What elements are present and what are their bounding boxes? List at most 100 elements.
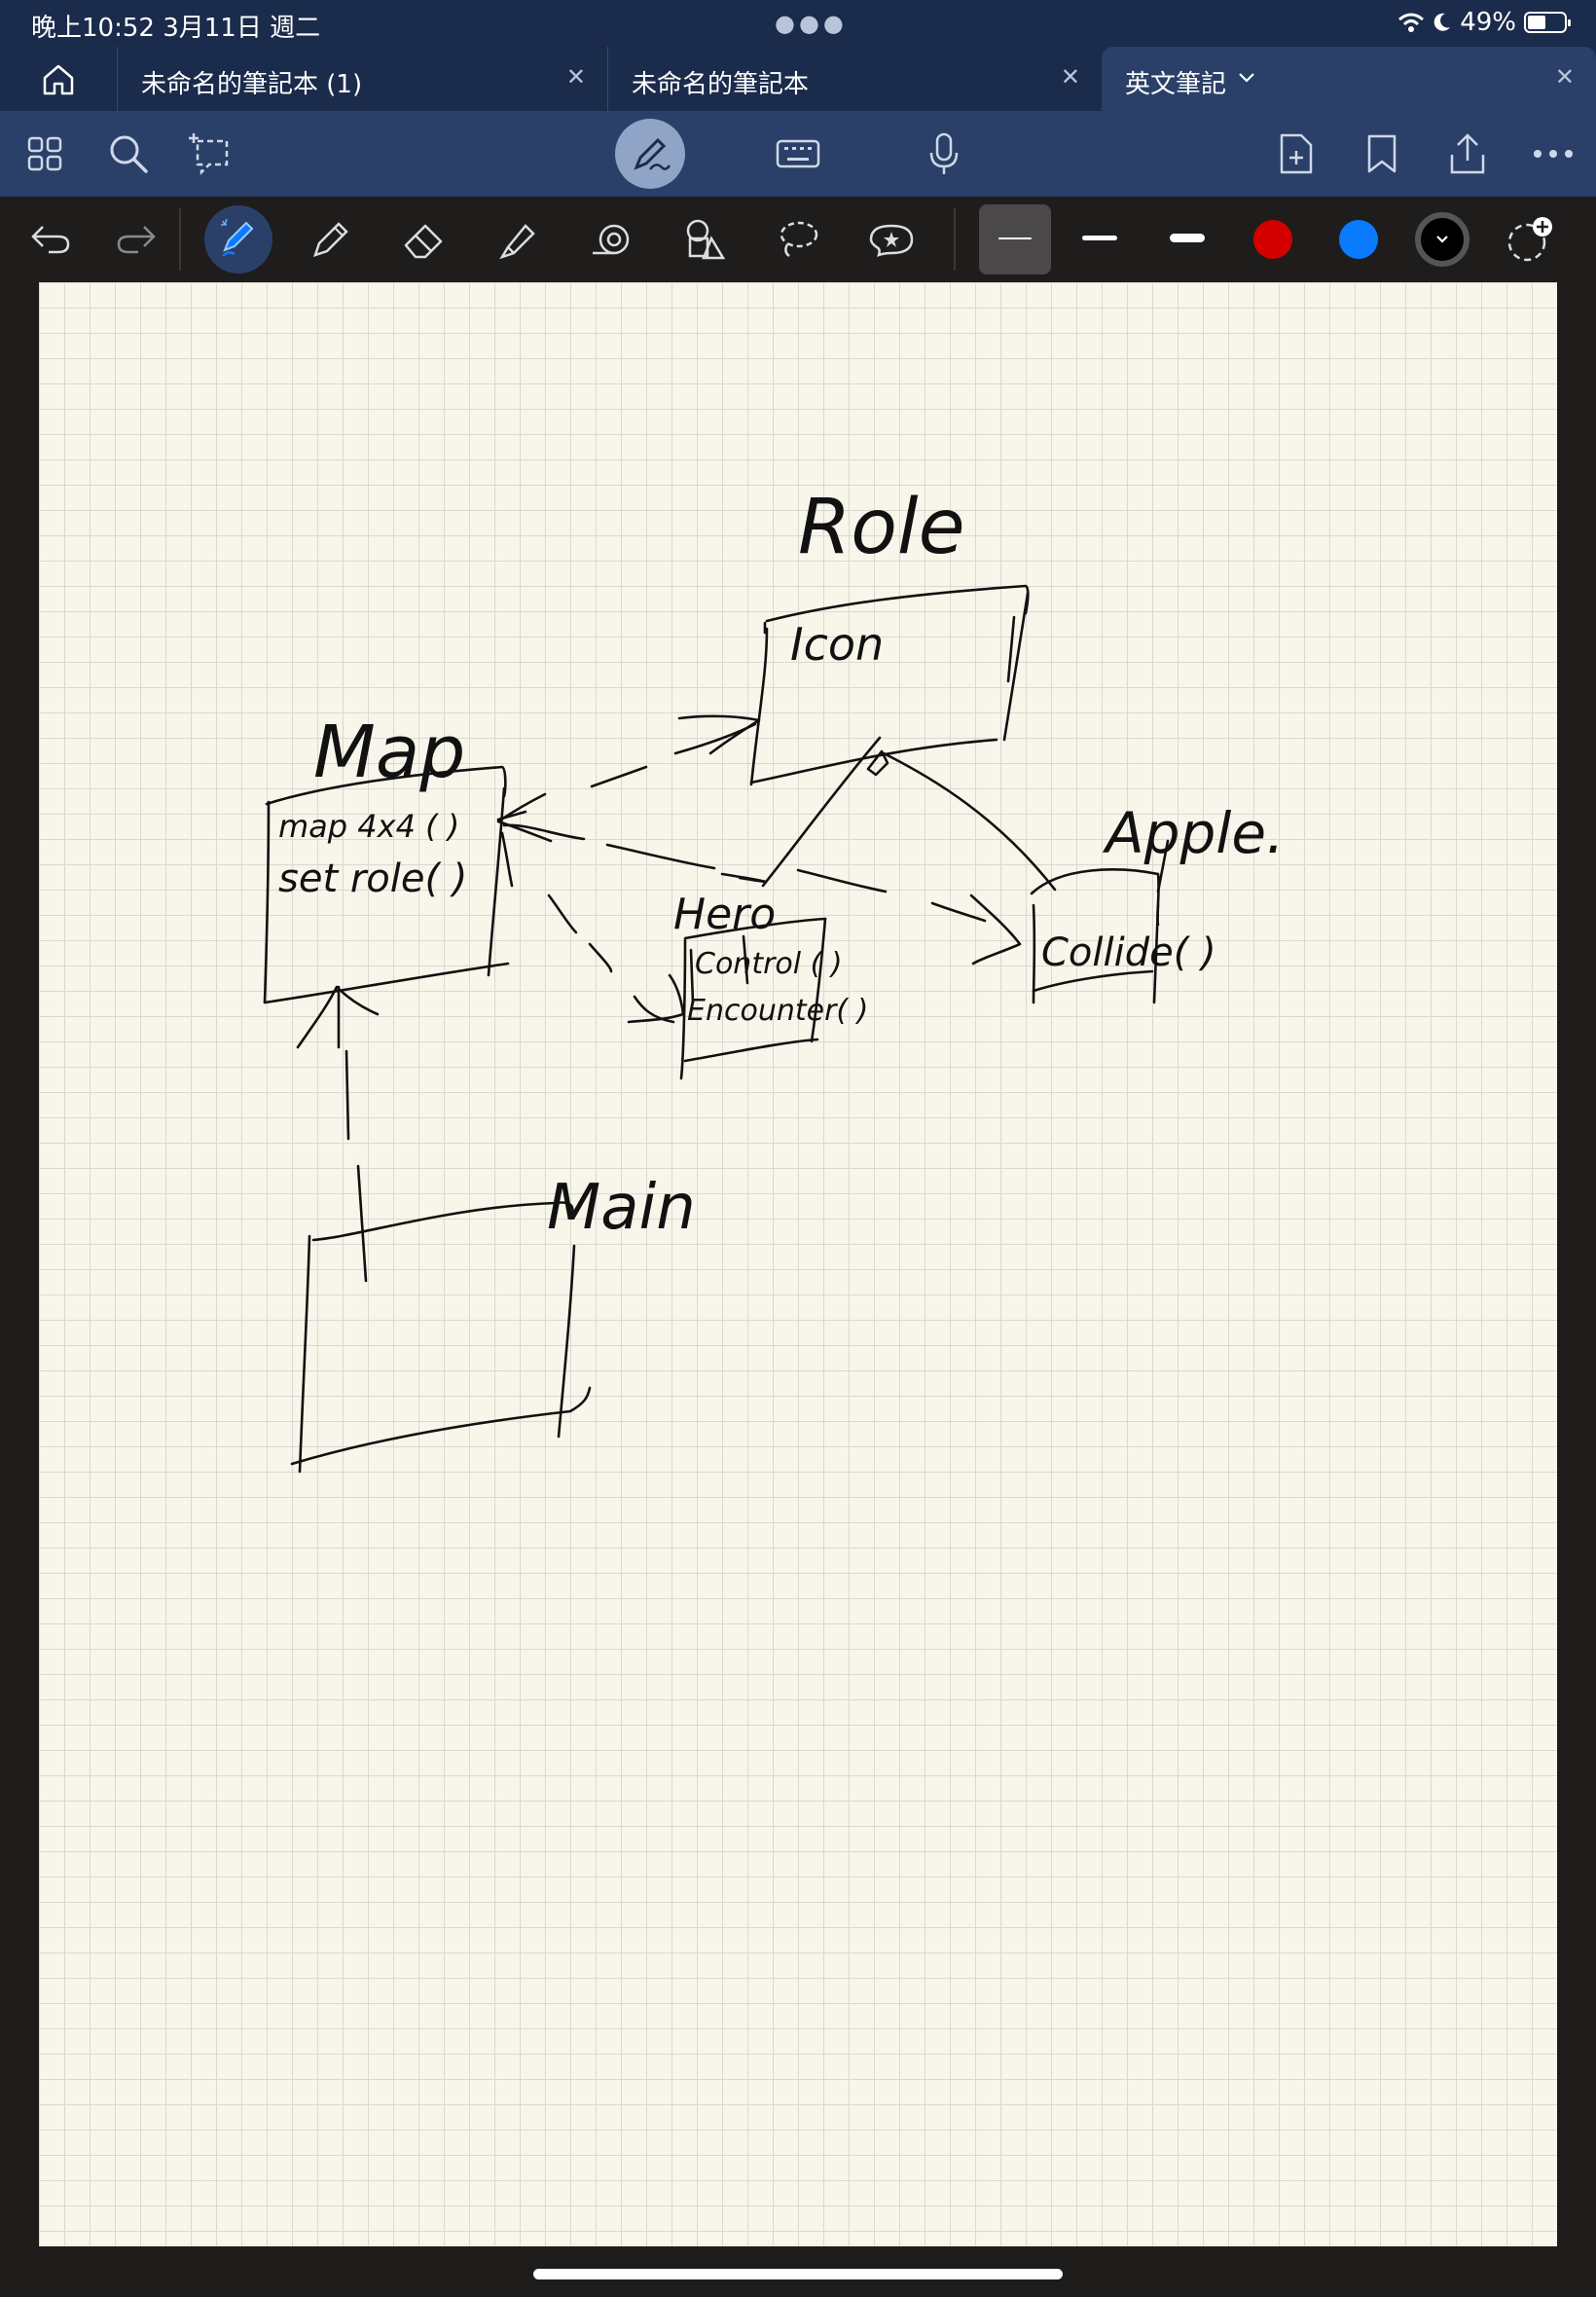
hero-box-left-inner [689, 948, 695, 1004]
search-icon[interactable] [101, 127, 156, 181]
stroke-width-thick-button[interactable] [1170, 234, 1205, 242]
battery-fill [1528, 16, 1545, 29]
pencil-tool-icon[interactable] [304, 212, 358, 267]
hero-label: Hero [673, 890, 776, 939]
sticker-tool-icon[interactable] [864, 212, 919, 267]
map-icon-dash-2 [590, 765, 648, 788]
map-hero-arrowhead [627, 973, 685, 1024]
wifi-icon [1398, 13, 1425, 32]
apple-tick [1156, 839, 1170, 893]
color-black-swatch[interactable] [1415, 212, 1469, 267]
eraser-tool-icon[interactable] [397, 212, 452, 267]
pen-tools-bar [0, 197, 1596, 282]
more-icon[interactable] [1526, 127, 1580, 181]
status-right: 49% [1397, 8, 1571, 37]
stroke-width-thin-button[interactable] [979, 204, 1051, 274]
chevron-down-icon [1436, 236, 1448, 243]
hero-box-top [683, 917, 827, 940]
multitask-dots-icon[interactable]: ●●● [775, 10, 848, 37]
tab-notebook-2[interactable]: 未命名的筆記本 ✕ [607, 47, 1102, 111]
add-color-icon[interactable] [1503, 212, 1557, 267]
chevron-down-icon[interactable] [1238, 72, 1255, 84]
hero-box-left [679, 938, 687, 1080]
home-icon[interactable] [39, 60, 78, 99]
tab-english-notes[interactable]: 英文筆記 ✕ [1102, 47, 1596, 111]
icon-box-left [749, 621, 769, 786]
hero-apple-arrowhead [969, 893, 1022, 966]
stroke-width-medium-button[interactable] [1082, 236, 1117, 240]
apple-box-bottom [1032, 969, 1154, 993]
main-map-line-middle [345, 1049, 350, 1141]
hero-icon-line [761, 736, 882, 888]
map-method-2: set role( ) [278, 857, 467, 901]
color-red-swatch[interactable] [1253, 220, 1292, 259]
icon-box-right-inner [1006, 615, 1016, 683]
role-label: Role [798, 484, 965, 571]
hero-box-bottom [683, 1038, 819, 1063]
keyboard-icon[interactable] [771, 127, 825, 181]
hero-box-right [810, 917, 827, 1043]
main-toolbar [0, 111, 1596, 197]
shapes-tool-icon[interactable] [677, 212, 732, 267]
tab-bar: 未命名的筆記本 (1) ✕ 未命名的筆記本 ✕ 英文筆記 ✕ [0, 47, 1596, 111]
undo-icon[interactable] [23, 212, 78, 267]
microphone-icon[interactable] [917, 127, 971, 181]
handwritten-diagram: Role Icon Map map 4x4 ( ) set role( ) He… [263, 484, 1285, 1474]
pen-tool-icon[interactable] [204, 205, 272, 273]
grid-icon[interactable] [18, 127, 72, 181]
close-icon[interactable]: ✕ [1554, 63, 1575, 91]
tab-label: 未命名的筆記本 [632, 70, 810, 99]
hero-map-dash-3 [720, 872, 767, 884]
bookmark-icon[interactable] [1355, 127, 1409, 181]
hero-apple-dash-1 [796, 868, 888, 893]
main-map-line-lower [356, 1164, 368, 1283]
close-icon[interactable]: ✕ [1060, 63, 1080, 91]
redo-icon[interactable] [109, 212, 163, 267]
lasso-tool-icon[interactable] [771, 212, 825, 267]
map-hero-dash-2 [547, 893, 578, 934]
main-box-top [311, 1201, 574, 1242]
hero-box-divider [742, 934, 749, 985]
apple-box-right [1152, 903, 1160, 1004]
map-box-right [487, 786, 506, 977]
lasso-plus-icon[interactable] [185, 127, 239, 181]
main-label: Main [547, 1172, 696, 1244]
map-label: Map [313, 711, 465, 794]
home-indicator[interactable] [533, 2269, 1063, 2279]
main-box-bottom [290, 1386, 592, 1466]
main-map-arrowhead [296, 985, 380, 1049]
apple-label: Apple. [1102, 800, 1285, 866]
hero-apple-dash-2 [930, 901, 987, 923]
map-hero-dash-3 [588, 942, 613, 973]
status-bar: 晚上10:52 3月11日 週二 ●●● 49% [0, 0, 1596, 47]
map-box-top [265, 765, 507, 806]
hero-method-2: Encounter( ) [687, 994, 868, 1028]
close-icon[interactable]: ✕ [565, 63, 586, 91]
tab-notebook-1[interactable]: 未命名的筆記本 (1) ✕ [117, 47, 607, 111]
toolbar-divider [954, 208, 956, 271]
apple-box-top [1030, 868, 1160, 927]
map-box-bottom [263, 962, 510, 1004]
tab-label: 未命名的筆記本 (1) [141, 70, 363, 99]
highlighter-tool-icon[interactable] [490, 212, 545, 267]
icon-label: Icon [790, 618, 884, 671]
new-page-icon[interactable] [1269, 127, 1324, 181]
battery-icon [1524, 12, 1571, 33]
main-box-right [557, 1244, 576, 1439]
pen-mode-icon[interactable] [615, 119, 685, 189]
status-time: 晚上10:52 3月11日 週二 [31, 14, 321, 43]
battery-percent: 49% [1460, 8, 1516, 37]
color-blue-swatch[interactable] [1339, 220, 1378, 259]
map-hero-dash-4 [633, 995, 675, 1024]
map-icon-arrowhead [677, 714, 761, 755]
map-method-1: map 4x4 ( ) [278, 808, 459, 845]
share-icon[interactable] [1440, 127, 1495, 181]
hero-icon-arrowhead [866, 749, 889, 777]
hero-method-1: Control ( ) [695, 947, 843, 981]
main-box-left [298, 1234, 311, 1474]
note-canvas[interactable]: Role Icon Map map 4x4 ( ) set role( ) He… [39, 282, 1557, 2246]
toolbar-divider [179, 208, 181, 271]
hero-map-arrowhead [496, 792, 553, 843]
tab-label: 英文筆記 [1125, 70, 1227, 99]
tape-tool-icon[interactable] [584, 212, 638, 267]
